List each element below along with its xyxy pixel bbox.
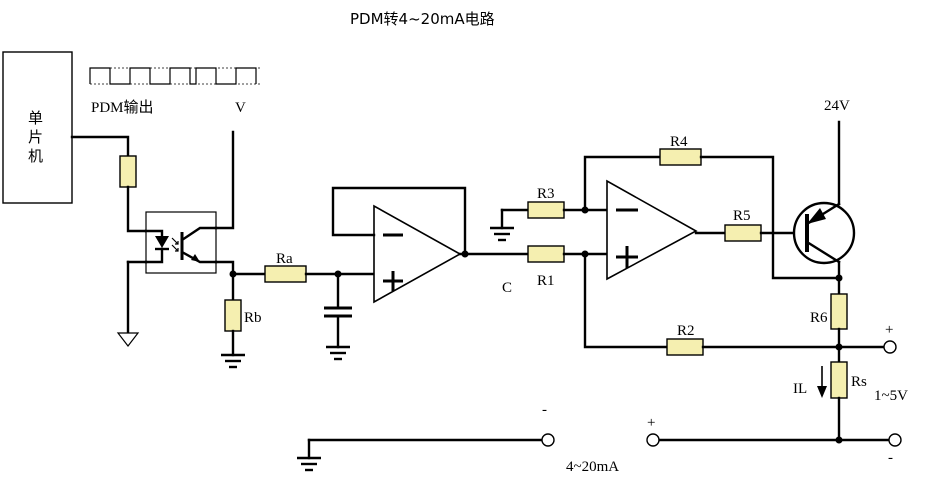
resistor-ra (264, 265, 307, 283)
resistor-rs (830, 361, 848, 399)
r1-label: R1 (537, 273, 555, 289)
r5-label: R5 (733, 208, 751, 224)
current-terminal-minus (541, 433, 555, 447)
amplifier-opamp (606, 179, 698, 281)
buffer-opamp (373, 204, 462, 304)
resistor-r3 (527, 201, 565, 219)
rs-label: Rs (851, 374, 867, 390)
resistor-r2 (666, 338, 704, 356)
resistor-rb (224, 299, 242, 332)
ground-icon (490, 226, 514, 242)
mcu-label-1: 单 (28, 109, 43, 127)
rb-label: Rb (244, 310, 262, 326)
voltage-plus-sign: + (885, 322, 893, 338)
resistor-r5 (724, 224, 762, 242)
diagram-title: PDM转4~20mA电路 (350, 10, 495, 28)
ra-label: Ra (276, 251, 293, 267)
current-arrow-icon (817, 386, 827, 398)
il-label: IL (793, 381, 807, 397)
pdm-output-label: PDM输出 (91, 99, 154, 116)
resistor-r1 (527, 245, 565, 263)
resistor-r4 (659, 148, 702, 166)
current-plus-sign: + (647, 415, 655, 431)
mcu-label-3: 机 (28, 147, 43, 165)
v-label: V (235, 100, 246, 116)
r4-label: R4 (670, 134, 688, 150)
pdm-waveform (89, 67, 257, 85)
mcu-block (2, 51, 73, 204)
r2-label: R2 (677, 323, 695, 339)
voltage-terminal-plus (883, 340, 897, 354)
led-icon (155, 236, 169, 248)
current-minus-sign: - (542, 402, 547, 418)
current-range-label: 4~20mA (566, 459, 619, 475)
input-resistor (119, 155, 137, 188)
current-terminal-plus (646, 433, 660, 447)
voltage-minus-sign: - (888, 450, 893, 466)
supply-24v-label: 24V (824, 98, 850, 114)
ground-icon (326, 345, 350, 361)
voltage-terminal-minus (888, 433, 902, 447)
r6-label: R6 (810, 310, 828, 326)
mcu-label-2: 片 (28, 128, 43, 146)
node-c-label: C (502, 280, 512, 296)
ground-icon (297, 456, 321, 472)
voltage-range-label: 1~5V (874, 388, 908, 404)
resistor-r6 (830, 293, 848, 330)
ground-icon (221, 353, 245, 369)
r3-label: R3 (537, 186, 555, 202)
ground-triangle-icon (116, 332, 140, 347)
